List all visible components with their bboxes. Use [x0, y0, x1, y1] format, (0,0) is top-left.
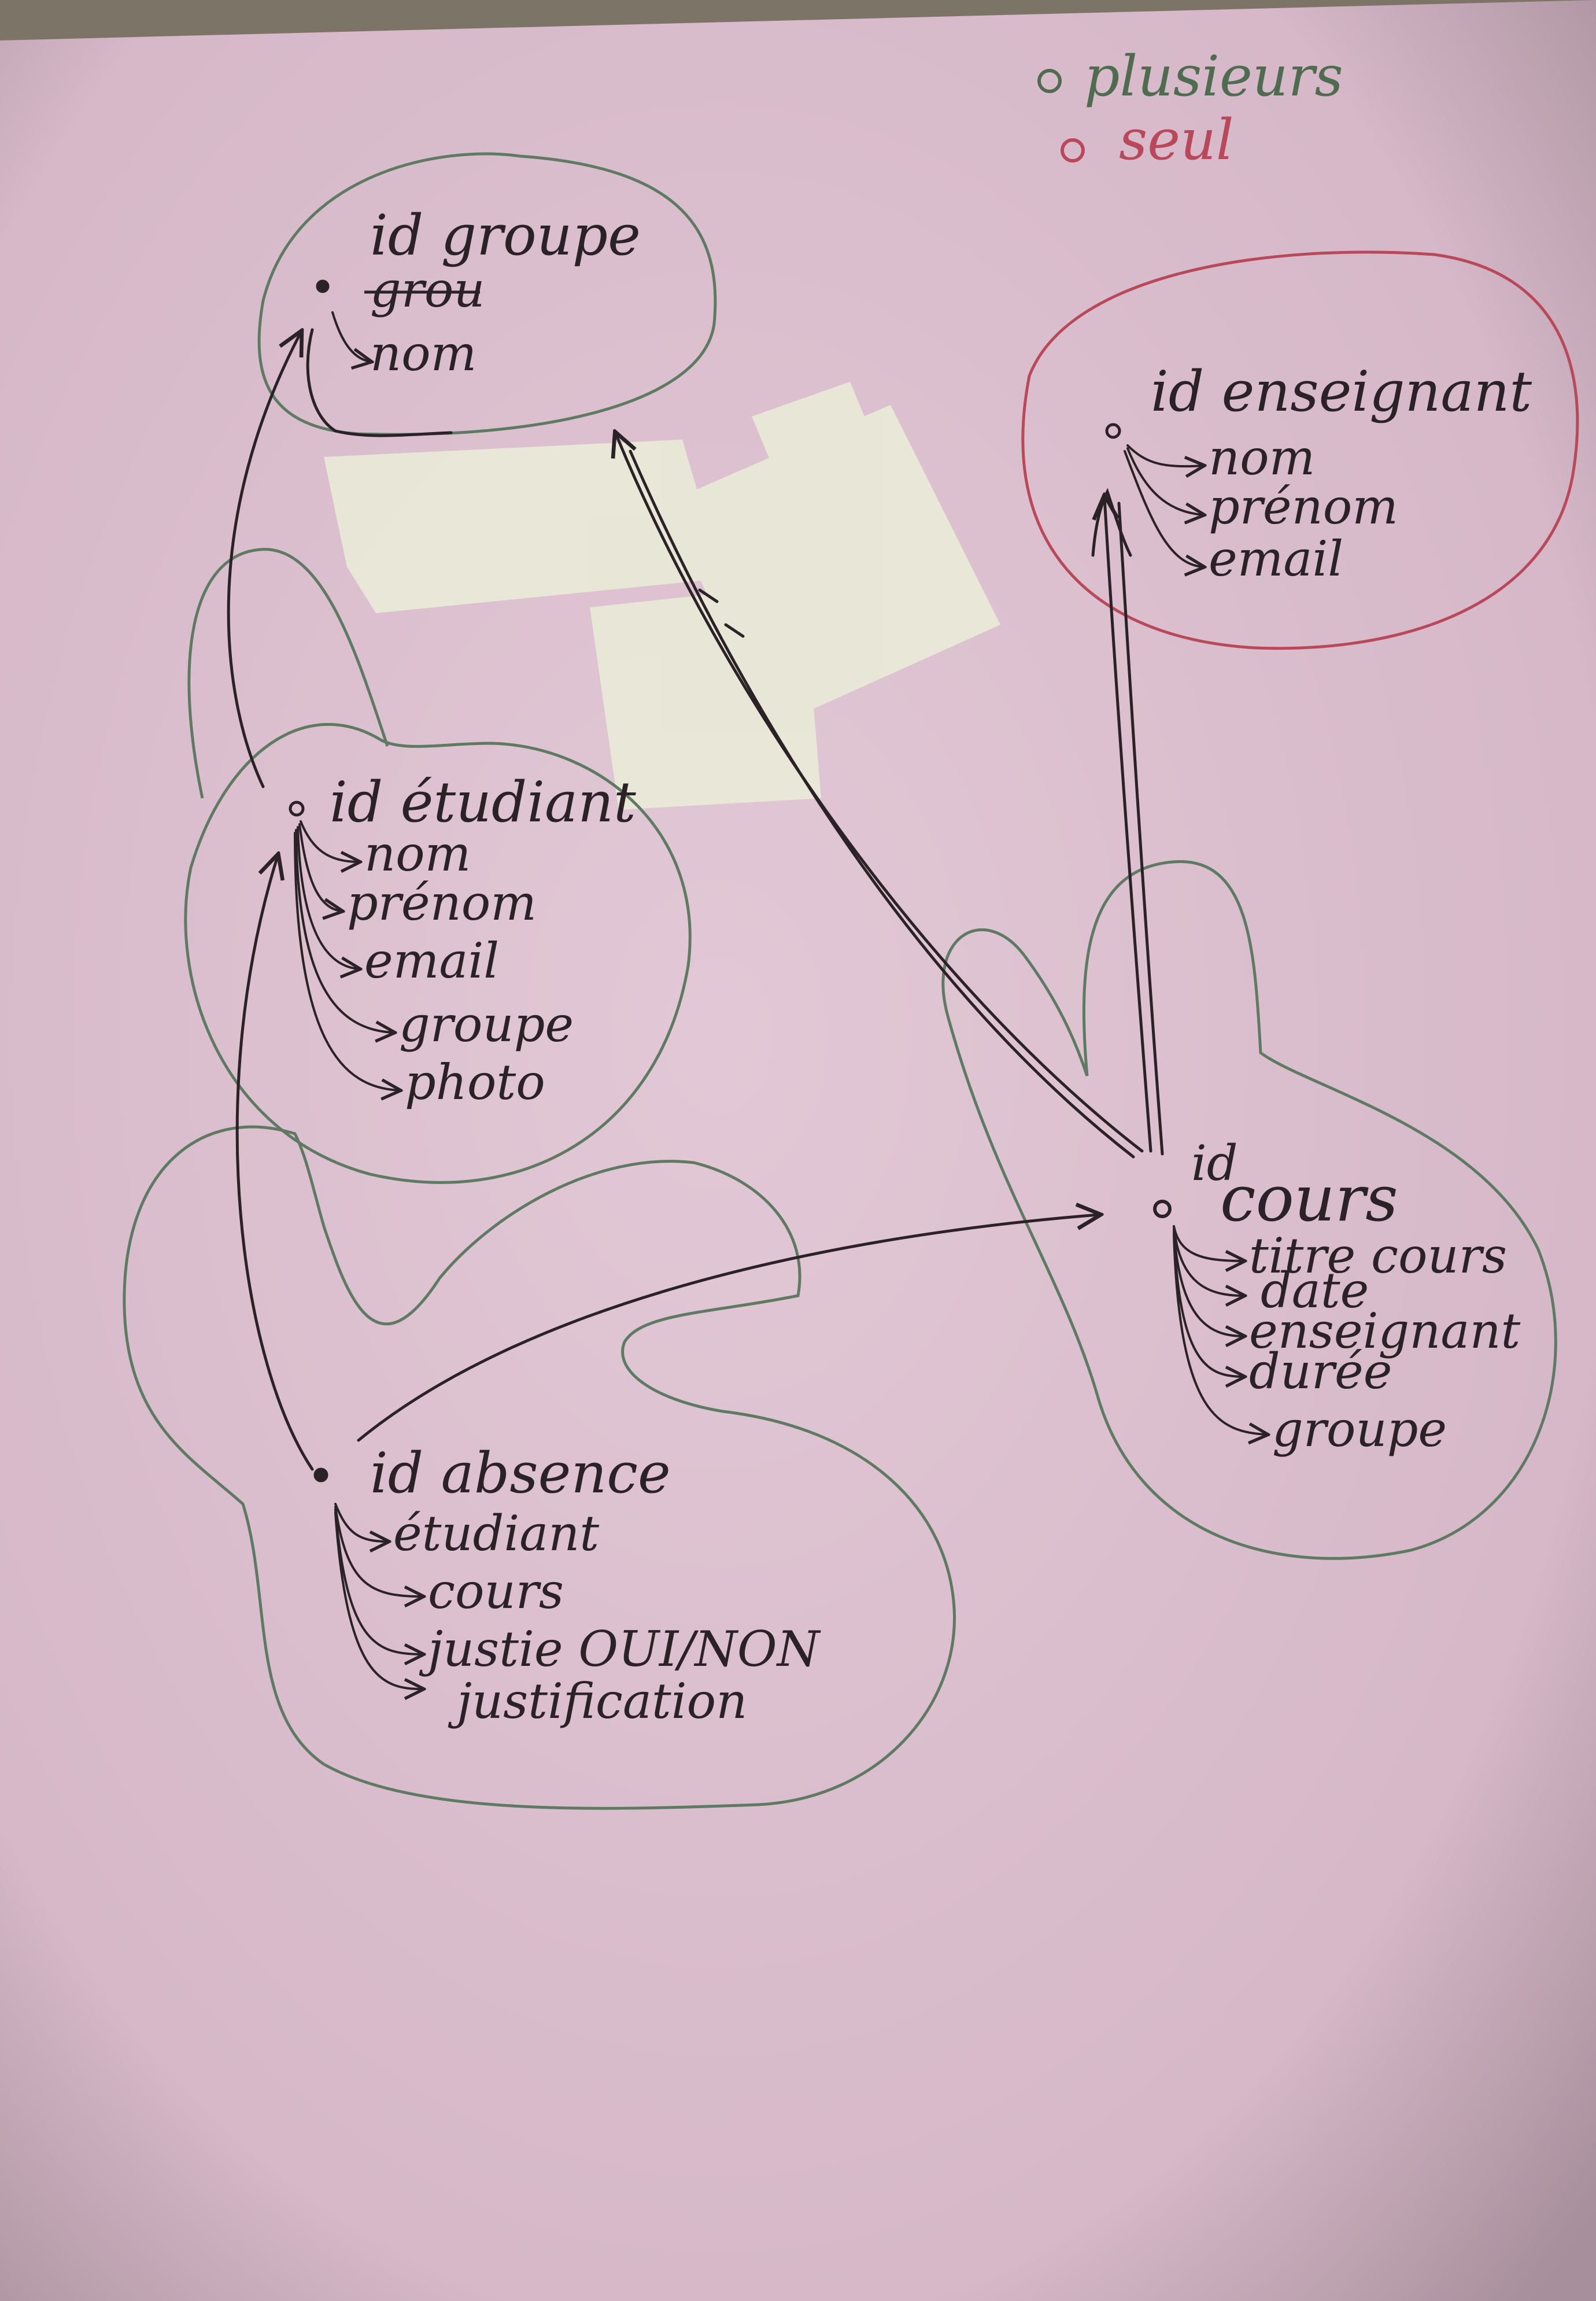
tape-mark-2 — [724, 623, 745, 638]
key-dots — [289, 279, 1172, 1483]
entity-absence: id absence étudiant cours justie OUI/NON… — [370, 1441, 821, 1730]
groupe-struck-text: grou — [370, 261, 485, 318]
etudiant-title: id étudiant — [330, 770, 636, 835]
cours-outline — [941, 860, 1557, 1560]
absence-attr-0: étudiant — [393, 1505, 599, 1562]
legend-seul-label: seul — [1119, 108, 1234, 172]
cours-attr-4: groupe — [1272, 1401, 1447, 1458]
entity-etudiant: id étudiant nom prénom email groupe phot… — [330, 770, 636, 1111]
etudiant-upper-lobe — [187, 548, 389, 799]
etudiant-attr-2: email — [364, 932, 499, 989]
enseignant-key-dot — [1105, 423, 1121, 439]
entity-cours: id cours titre cours date enseignant dur… — [1191, 1135, 1521, 1458]
masking-tape — [324, 382, 1000, 810]
enseignant-title: id enseignant — [1151, 359, 1532, 424]
tape-mark-1 — [698, 588, 719, 603]
attribute-ticks — [294, 311, 1266, 1689]
cours-attr-0: titre cours — [1249, 1227, 1507, 1284]
legend-plusieurs-marker — [1037, 69, 1062, 93]
arrow-cours-to-groupe-second — [629, 449, 1135, 1159]
arrow-cours-to-enseignant — [1104, 497, 1152, 1153]
cours-title-prefix: id — [1191, 1135, 1238, 1192]
absence-title: id absence — [370, 1441, 671, 1506]
etudiant-attr-0: nom — [364, 825, 471, 882]
entity-enseignant: id enseignant nom prénom email — [1151, 359, 1532, 587]
cours-key-dot — [1153, 1200, 1172, 1218]
etudiant-key-dot — [289, 801, 305, 817]
arrow-cours-to-enseignant-third — [1091, 488, 1132, 557]
arrow-etudiant-to-groupe — [227, 333, 301, 788]
absence-outline — [123, 1125, 956, 1810]
arrow-cours-to-enseignant-second — [1117, 502, 1164, 1156]
legend-plusieurs-label: plusieurs — [1084, 44, 1343, 109]
absence-key-dot — [313, 1467, 328, 1483]
cours-attr-3: durée — [1249, 1343, 1392, 1400]
groupe-key-dot — [316, 279, 330, 293]
enseignant-attr-2: email — [1209, 530, 1343, 587]
groupe-title: id groupe — [370, 203, 641, 268]
etudiant-attr-1: prénom — [347, 875, 537, 931]
groupe-attr-0: nom — [370, 325, 476, 382]
legend: plusieurs seul — [1037, 44, 1343, 172]
cours-title: cours — [1220, 1161, 1398, 1236]
enseignant-outline — [1021, 250, 1579, 650]
arrow-cours-to-groupe — [616, 434, 1144, 1153]
relations — [227, 328, 1164, 1471]
cours-attr-2: enseignant — [1249, 1303, 1521, 1359]
etudiant-outline — [184, 723, 692, 1184]
enseignant-attr-0: nom — [1209, 429, 1315, 486]
absence-attr-3: justification — [448, 1673, 747, 1730]
entity-groupe: id groupe grou nom — [364, 203, 641, 382]
absence-attr-1: cours — [428, 1563, 564, 1620]
etudiant-attr-4: photo — [405, 1054, 545, 1111]
arrow-absence-to-cours — [357, 1215, 1099, 1442]
absence-attr-2: justie OUI/NON — [419, 1621, 821, 1677]
arrow-absence-to-etudiant — [235, 856, 314, 1471]
legend-seul-marker — [1061, 138, 1085, 163]
arrow-groupe-bracket — [306, 328, 453, 437]
groupe-outline — [257, 152, 717, 436]
enseignant-attr-1: prénom — [1209, 478, 1398, 535]
cours-attr-1: date — [1261, 1262, 1369, 1319]
etudiant-attr-3: groupe — [399, 996, 574, 1053]
